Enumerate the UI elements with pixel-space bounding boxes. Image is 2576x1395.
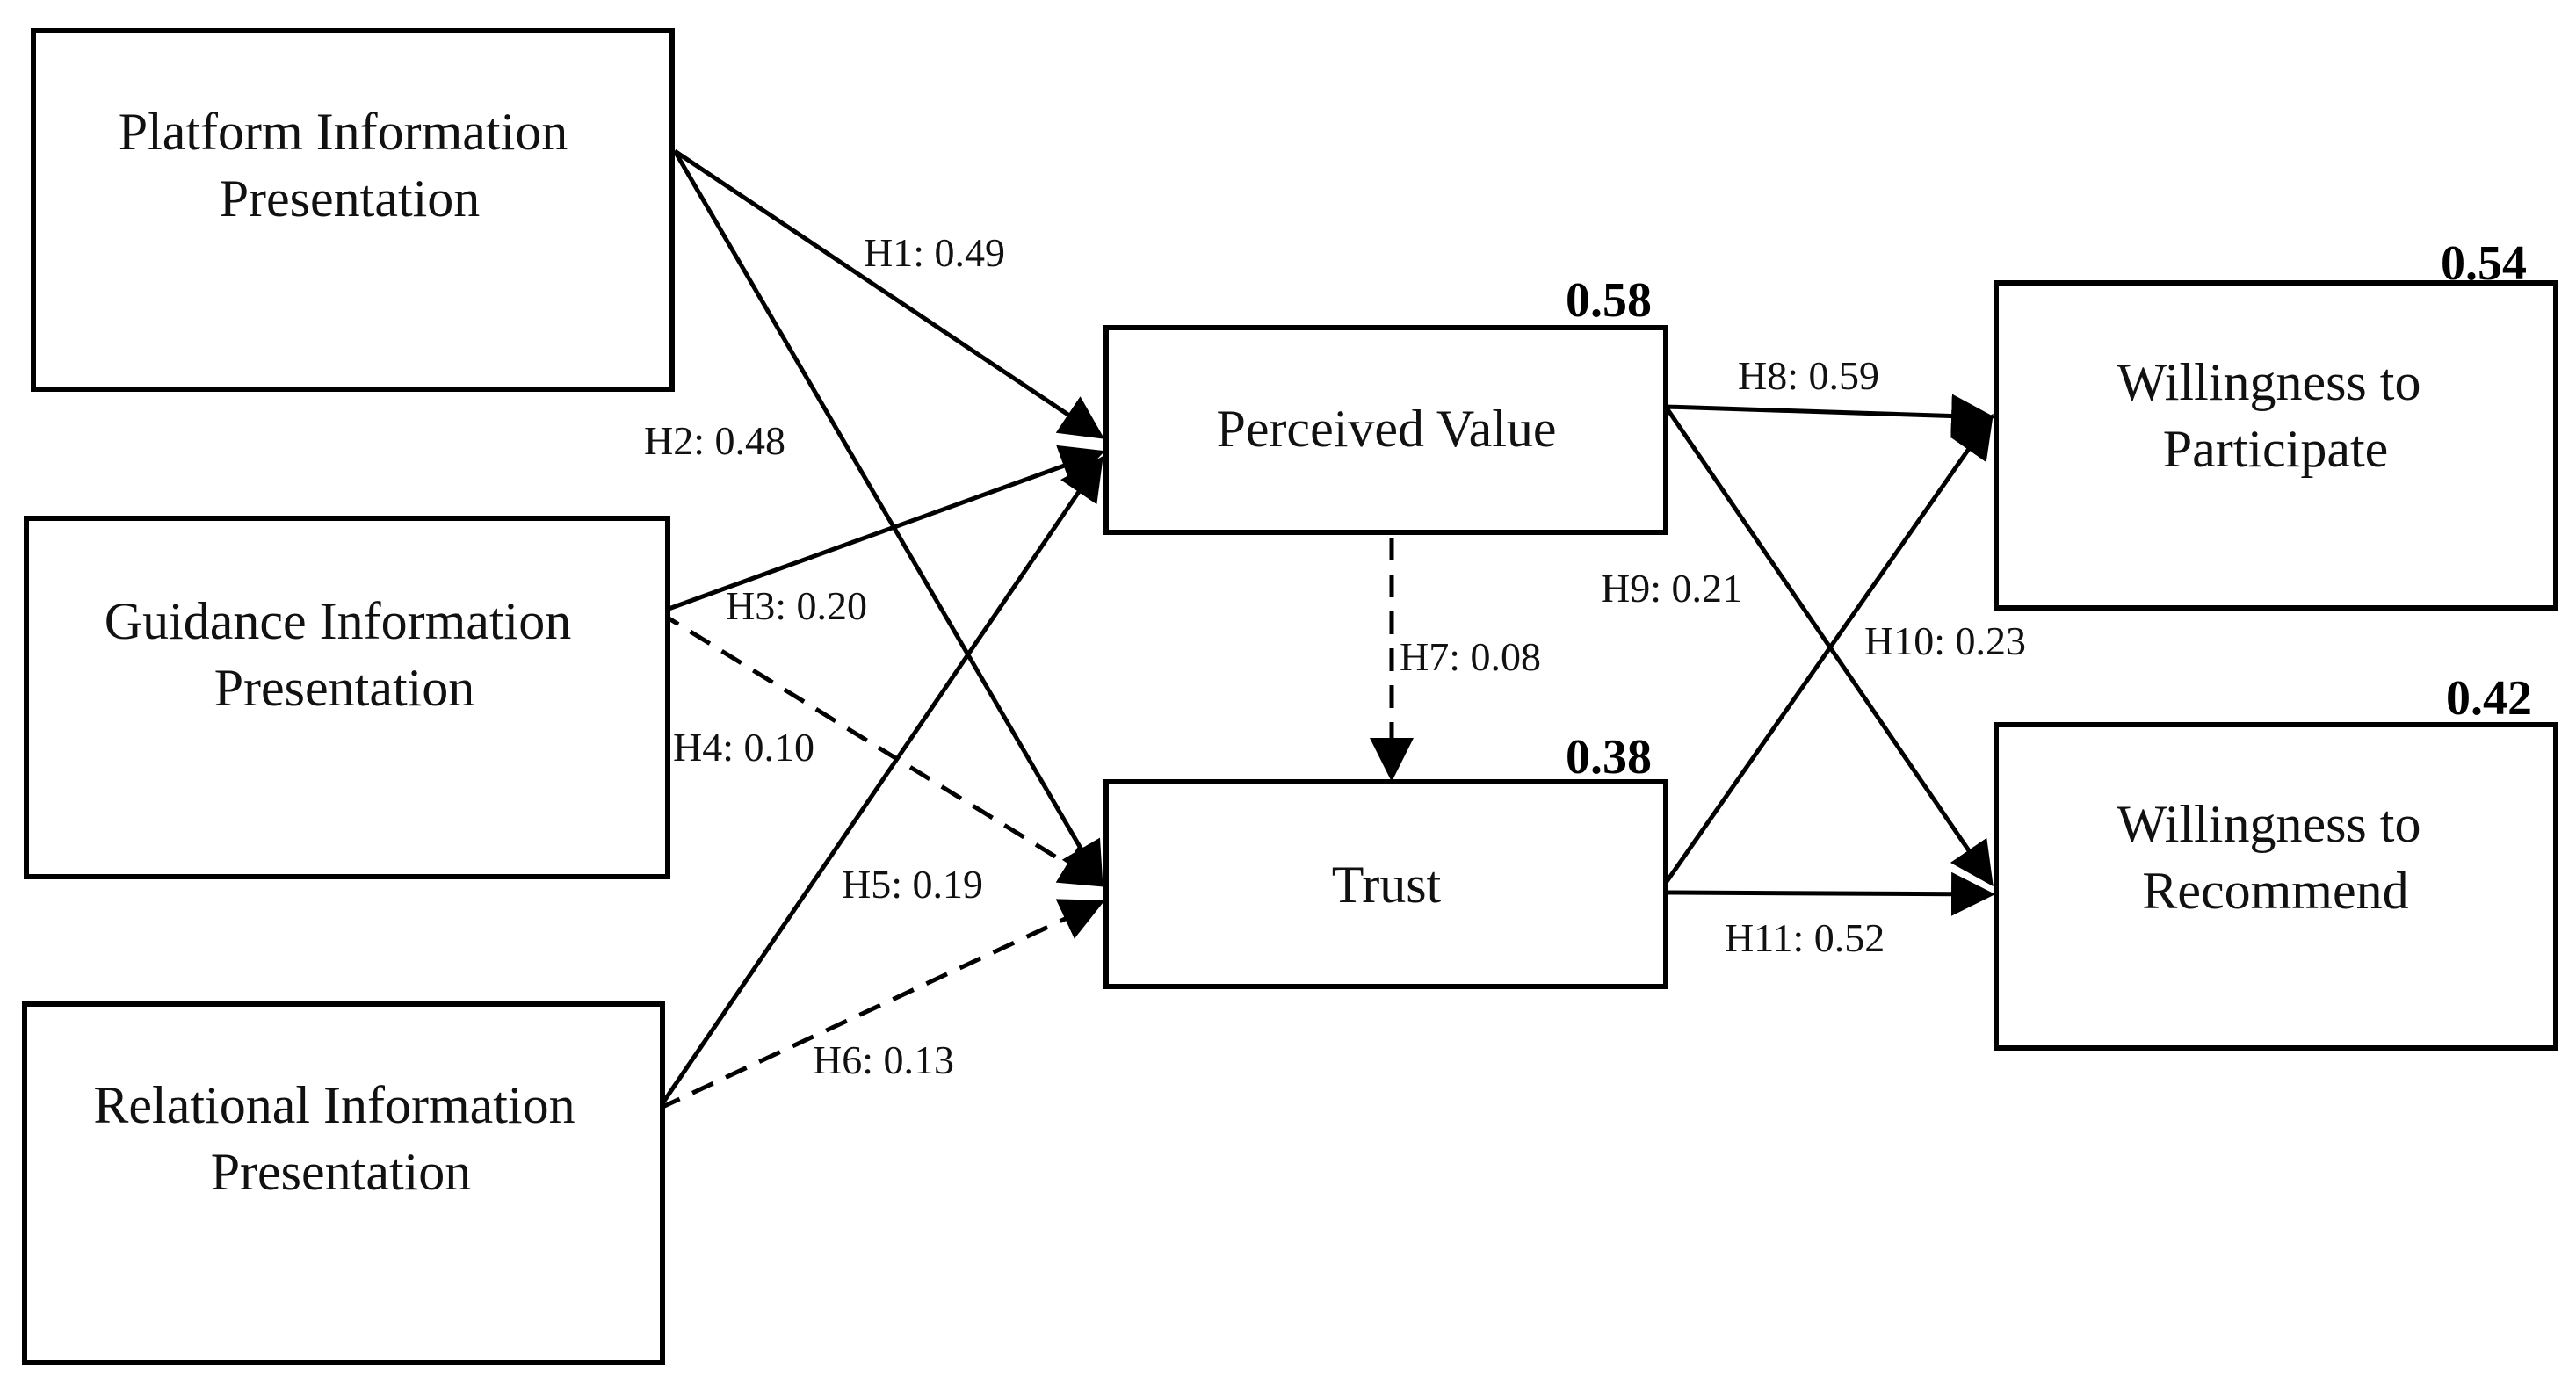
path-h8-label: H8: 0.59 [1738, 353, 1879, 398]
node-platform-line-2: Presentation [220, 170, 481, 228]
svg-text:Guidance Information Pre: Guidance Information Presentation [105, 592, 584, 717]
svg-text:Relational Information P: Relational Information Presentation [93, 1076, 588, 1201]
node-recommend-line-1: Willingness to [2117, 795, 2421, 853]
path-h5-arrow [656, 455, 1103, 1110]
edges [656, 148, 1995, 1111]
node-perceived-value-label: Perceived Value [1216, 400, 1556, 458]
path-h9-label: H9: 0.21 [1601, 566, 1742, 611]
r-squared-perceived-value: 0.58 [1566, 273, 1652, 328]
path-h11-label: H11: 0.52 [1725, 915, 1885, 960]
path-h10-label: H10: 0.23 [1864, 618, 2026, 663]
node-participate-line-1: Willingness to [2117, 353, 2421, 411]
node-trust-label: Trust [1332, 856, 1442, 914]
r-squared-participate: 0.54 [2441, 236, 2527, 291]
path-h2-label: H2: 0.48 [644, 418, 785, 463]
node-guidance-line-2: Presentation [214, 659, 475, 717]
path-h3-label: H3: 0.20 [726, 583, 867, 628]
node-recommend-line-2: Recommend [2142, 862, 2408, 920]
svg-text:Willingness to Participa: Willingness to Participate [2117, 353, 2435, 478]
node-perceived-value: Perceived Value 0.58 [1103, 273, 1668, 535]
node-guidance-line-1: Guidance Information [105, 592, 571, 650]
svg-text:Willingness to Recommend: Willingness to Recommend [2117, 795, 2435, 920]
path-labels: H1: 0.49 H2: 0.48 H3: 0.20 H4: 0.10 H5: … [644, 230, 2026, 1082]
node-relational-line-1: Relational Information [93, 1076, 575, 1134]
node-relational: Relational Information Presentation [22, 1001, 665, 1365]
path-h9-arrow [1663, 405, 1994, 887]
node-participate-line-2: Participate [2163, 420, 2389, 478]
path-h1-arrow [673, 148, 1105, 439]
node-relational-line-2: Presentation [211, 1143, 472, 1201]
path-h2-arrow [672, 149, 1103, 887]
r-squared-trust: 0.38 [1566, 730, 1652, 784]
path-h11-arrow [1665, 871, 1995, 916]
node-guidance: Guidance Information Presentation [24, 516, 670, 879]
node-participate: Willingness to Participate 0.54 [1994, 236, 2558, 611]
path-h8-arrow [1665, 394, 1995, 438]
svg-text:Platform Information Pre: Platform Information Presentation [119, 103, 582, 228]
path-h1-label: H1: 0.49 [864, 230, 1005, 275]
node-platform: Platform Information Presentation [31, 28, 675, 392]
node-platform-line-1: Platform Information [119, 103, 568, 161]
node-recommend: Willingness to Recommend 0.42 [1994, 671, 2558, 1051]
path-h4-label: H4: 0.10 [673, 725, 814, 770]
node-trust: Trust 0.38 [1103, 730, 1668, 989]
path-h6-arrow [657, 899, 1105, 1111]
path-h3-arrow [658, 445, 1105, 615]
path-h6-label: H6: 0.13 [813, 1037, 954, 1082]
path-h5-label: H5: 0.19 [842, 862, 983, 907]
path-h7-label: H7: 0.08 [1400, 634, 1541, 679]
path-h10-arrow [1663, 413, 1994, 885]
path-h4-arrow [657, 610, 1105, 887]
r-squared-recommend: 0.42 [2446, 671, 2532, 726]
